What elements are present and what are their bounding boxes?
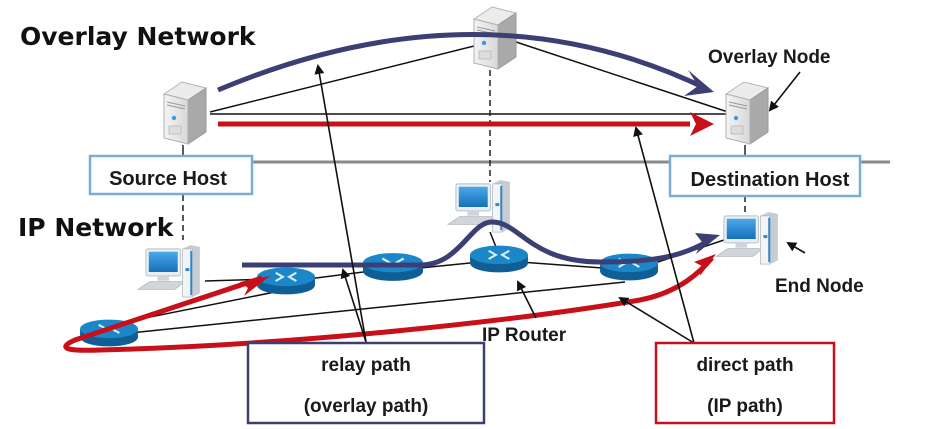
server-icon <box>725 81 769 145</box>
overlay-link <box>509 39 729 113</box>
relay-path-overlay <box>217 32 707 93</box>
relay-path-legend-box <box>246 341 486 425</box>
overlay-link <box>209 39 499 113</box>
direct-pointer-arrow <box>633 126 695 344</box>
ip-router-pointer-arrow <box>517 280 537 319</box>
direct-path-legend-line2: (IP path) <box>707 396 783 417</box>
direct-path-arrowhead <box>694 254 716 276</box>
desktop-computer-icon <box>715 212 780 266</box>
direct-path-legend-box <box>654 341 836 425</box>
source-host-box <box>88 154 254 196</box>
end-node-label: End Node <box>775 276 864 297</box>
direct-pointer-arrow <box>618 296 695 344</box>
router-icon <box>255 266 317 296</box>
destination-host-label: Destination Host <box>691 169 850 191</box>
overlay-network-title: Overlay Network <box>20 22 257 51</box>
overlay-node-label: Overlay Node <box>708 47 831 68</box>
server-icon <box>163 81 207 145</box>
direct-path-arrowhead <box>240 276 270 296</box>
source-host-label: Source Host <box>109 168 227 190</box>
relay-path-arrowhead <box>684 70 714 96</box>
ip-network-title: IP Network <box>18 213 175 242</box>
ip-router-label: IP Router <box>482 325 567 346</box>
direct-path-legend-line1: direct path <box>696 355 793 376</box>
relay-pointer-arrow <box>314 64 367 343</box>
relay-path-legend-line2: (overlay path) <box>304 396 429 417</box>
direct-path-arrowhead <box>690 112 714 136</box>
relay-pointer-arrow <box>340 268 367 343</box>
end-node-pointer-arrow <box>786 241 806 254</box>
relay-path-ip <box>242 219 712 268</box>
direct-path-ip <box>63 256 714 353</box>
router-icon <box>468 244 530 274</box>
overlay-node-pointer-arrow <box>768 71 801 112</box>
ip-link <box>129 281 626 334</box>
relay-path-arrowhead <box>695 233 720 254</box>
destination-host-box <box>668 154 862 198</box>
desktop-computer-icon <box>137 245 202 299</box>
relay-path-legend-line1: relay path <box>321 355 411 376</box>
